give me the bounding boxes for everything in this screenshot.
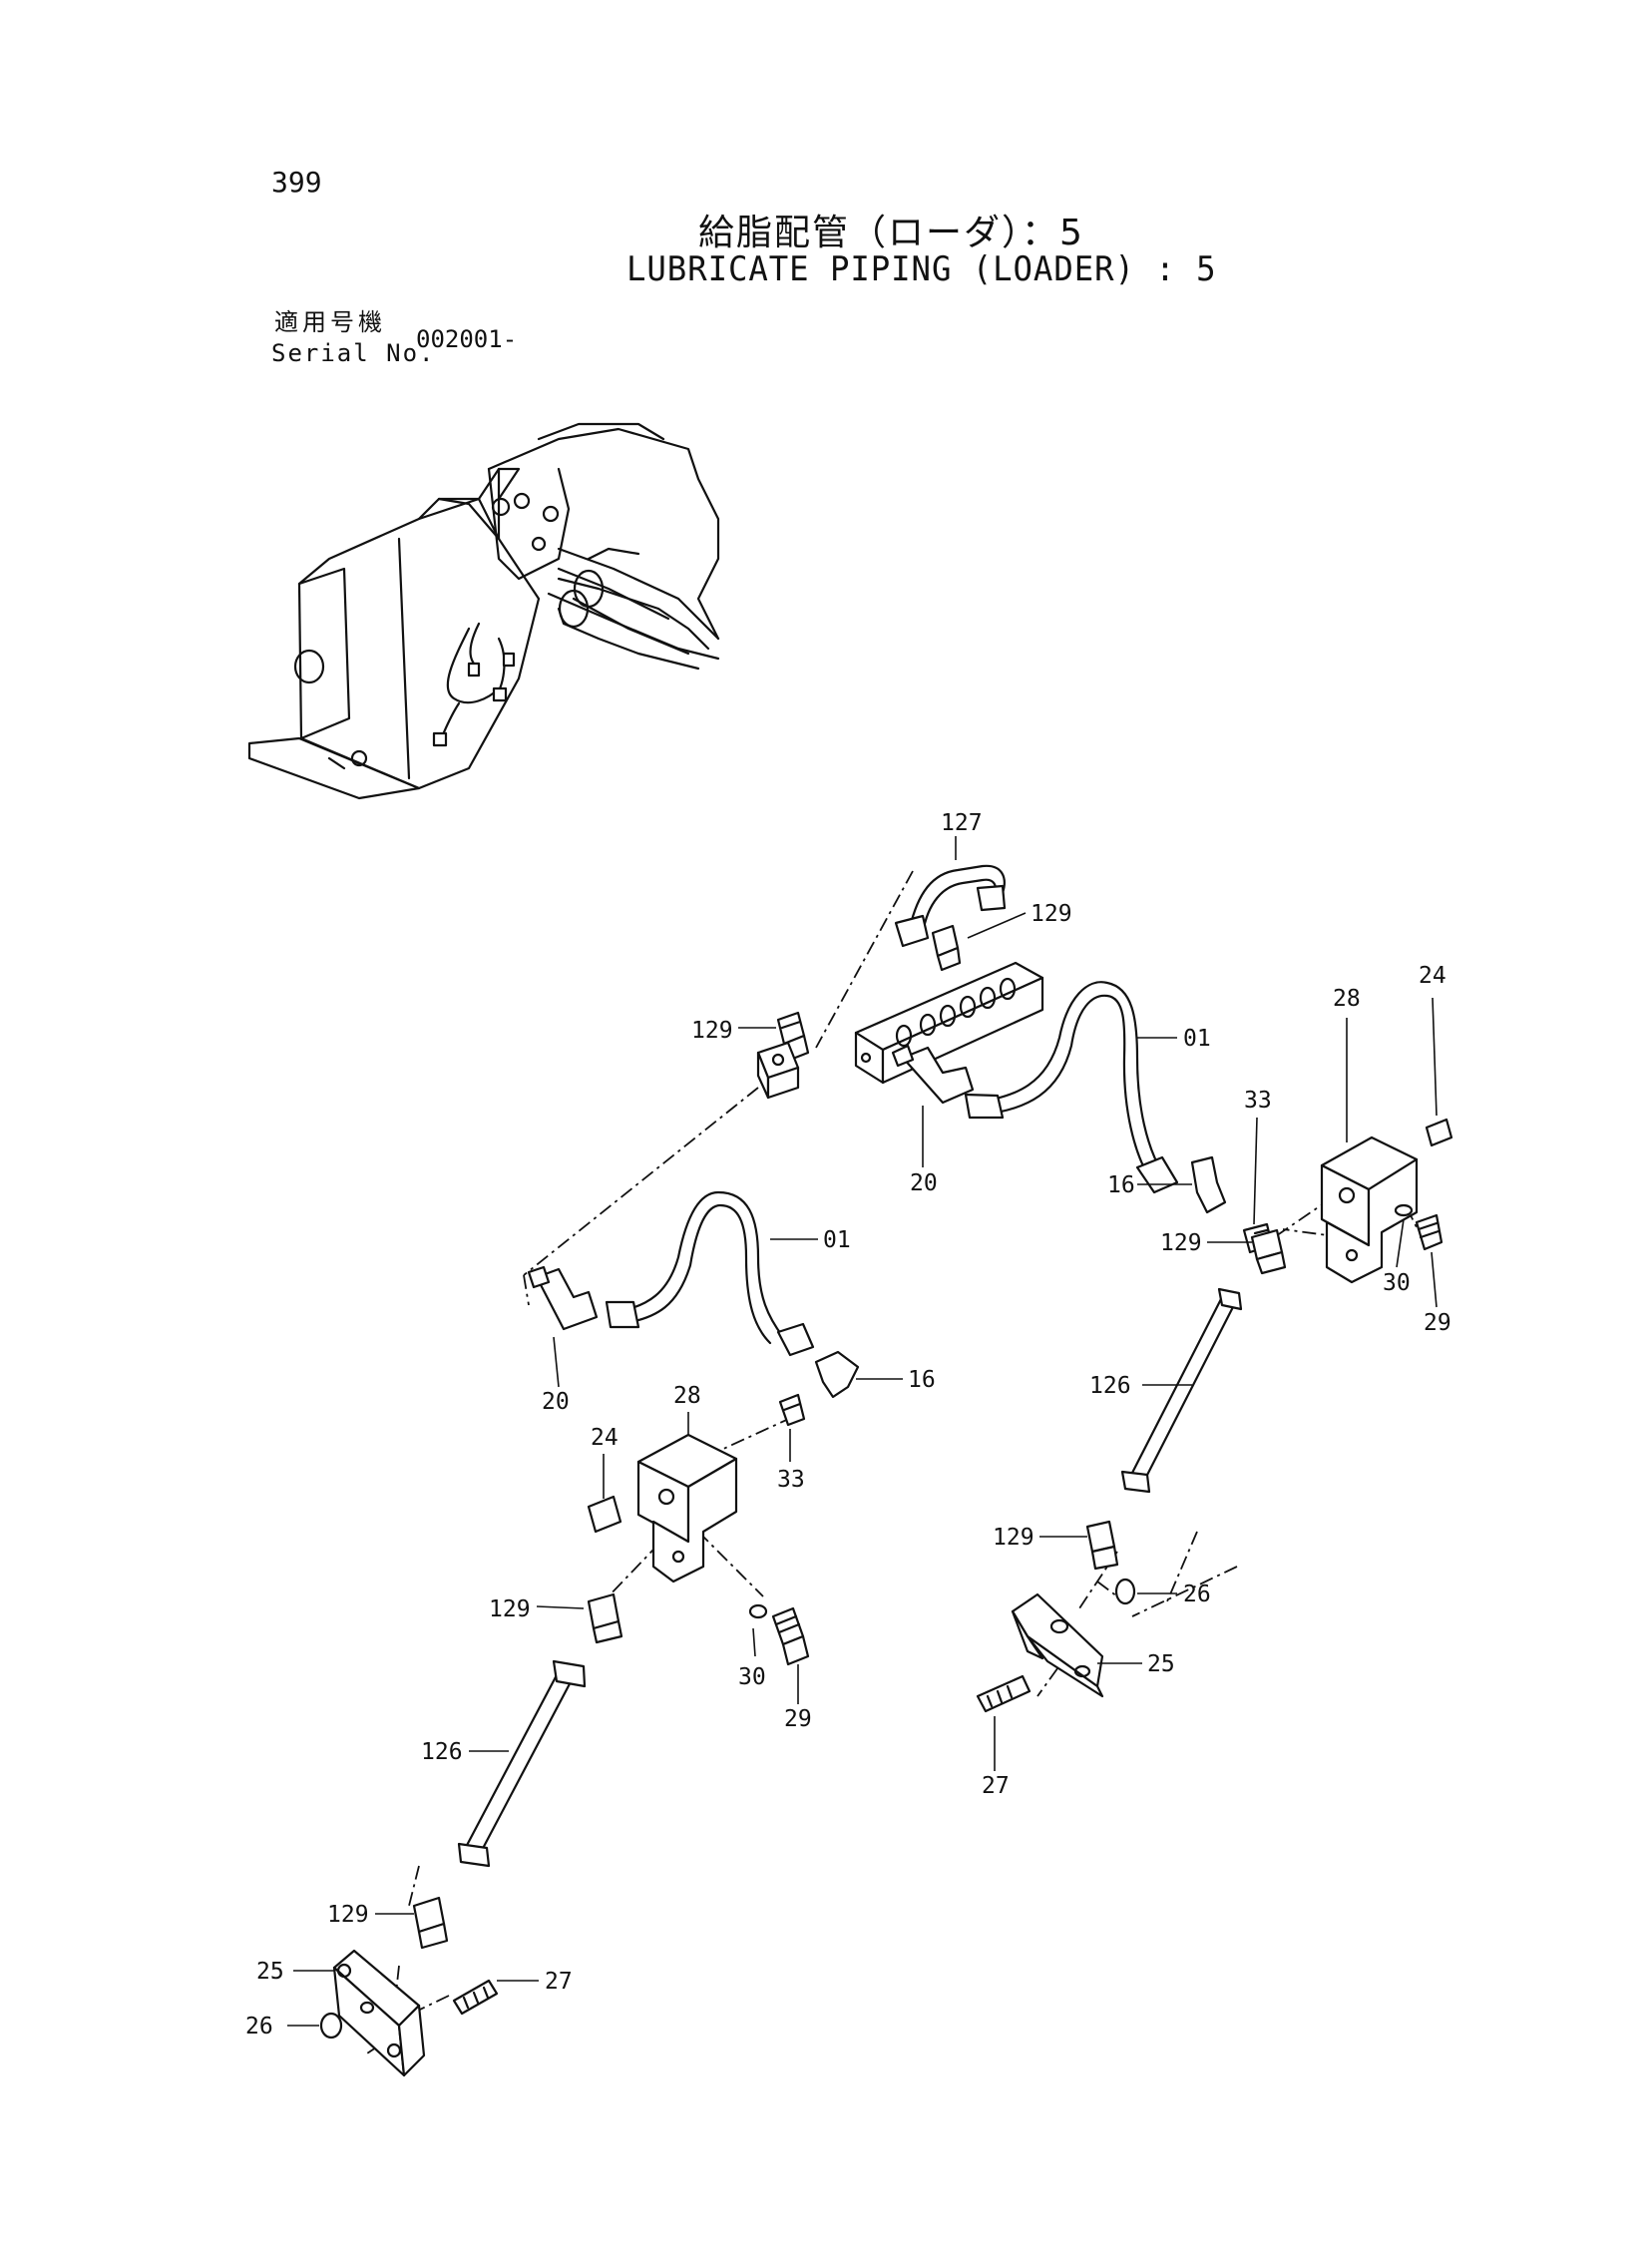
callout-126-left: 126 bbox=[421, 1739, 463, 1765]
serial-label-english: Serial No. bbox=[271, 339, 436, 367]
callout-26-left: 26 bbox=[245, 2014, 273, 2039]
callout-129-right-lower: 129 bbox=[993, 1525, 1034, 1551]
page-title-japanese: 給脂配管（ローダ）：5 bbox=[698, 213, 1084, 253]
tube-126-left bbox=[457, 1659, 587, 1868]
bracket-28-upper-right bbox=[1320, 1135, 1419, 1284]
bolt-29-upper bbox=[1415, 1213, 1444, 1251]
callout-27-right: 27 bbox=[982, 1773, 1010, 1799]
screw-24-left bbox=[587, 1495, 622, 1534]
callout-20-upper: 20 bbox=[910, 1170, 938, 1196]
callout-29-upper: 29 bbox=[1424, 1310, 1451, 1336]
washer-30-upper bbox=[1394, 1203, 1414, 1217]
serial-label-japanese: 適用号機 bbox=[274, 308, 386, 336]
elbow-20-left bbox=[527, 1265, 599, 1331]
page-number: 399 bbox=[271, 166, 322, 199]
callout-126-right: 126 bbox=[1089, 1373, 1131, 1399]
screw-24-upper bbox=[1425, 1118, 1453, 1147]
callout-24-upper: 24 bbox=[1419, 963, 1446, 989]
callout-28-upper: 28 bbox=[1333, 986, 1361, 1012]
serial-number-value: 002001- bbox=[416, 325, 518, 353]
plug-33-left bbox=[778, 1393, 806, 1427]
callout-25-right: 25 bbox=[1147, 1651, 1175, 1677]
screw-27-right bbox=[976, 1674, 1032, 1713]
loader-overview-illustration bbox=[247, 422, 720, 800]
elbow-20-upper bbox=[891, 1044, 975, 1105]
callout-01-upper: 01 bbox=[1183, 1026, 1211, 1052]
callout-127-upper: 127 bbox=[941, 810, 983, 836]
hose-01-left bbox=[605, 1190, 815, 1357]
block-25-right bbox=[1011, 1592, 1104, 1698]
callout-33-upper: 33 bbox=[1244, 1088, 1272, 1114]
callout-30-left: 30 bbox=[738, 1664, 766, 1690]
callout-leaders bbox=[287, 836, 1438, 2027]
callout-24-left: 24 bbox=[591, 1425, 619, 1451]
callout-01-left: 01 bbox=[823, 1227, 851, 1253]
part-127-bent-tube bbox=[894, 864, 1007, 948]
callout-29-left: 29 bbox=[784, 1706, 812, 1732]
callout-129-left-bracket: 129 bbox=[489, 1596, 531, 1622]
elbow-16-upper bbox=[1190, 1155, 1227, 1214]
grease-fitting-129-f bbox=[412, 1896, 449, 1950]
screw-27-left bbox=[452, 1979, 499, 2016]
adapter-block bbox=[756, 1041, 800, 1100]
tube-126-right bbox=[1120, 1287, 1243, 1494]
callout-129-left-lower: 129 bbox=[327, 1902, 369, 1928]
lubrication-manifold-block bbox=[854, 961, 1044, 1085]
grease-fitting-129-c bbox=[1250, 1228, 1287, 1275]
callout-27-left: 27 bbox=[545, 1969, 573, 1995]
grease-fitting-129-e bbox=[587, 1592, 623, 1644]
block-25-left bbox=[332, 1949, 426, 2077]
washer-30-left bbox=[748, 1603, 768, 1619]
callout-129-upper-left: 129 bbox=[691, 1018, 733, 1044]
callout-129-right-bracket: 129 bbox=[1160, 1230, 1202, 1256]
bolt-29-left bbox=[771, 1606, 810, 1666]
o-ring-26-left bbox=[319, 2012, 343, 2039]
callout-26-right: 26 bbox=[1183, 1582, 1211, 1607]
callout-25-left: 25 bbox=[256, 1959, 284, 1985]
callout-30-upper: 30 bbox=[1383, 1270, 1411, 1296]
callout-16-left: 16 bbox=[908, 1367, 936, 1393]
grease-fitting-129-a bbox=[931, 924, 962, 972]
grease-fitting-129-d bbox=[1085, 1520, 1119, 1571]
callout-33-left: 33 bbox=[777, 1467, 805, 1493]
callout-28-left: 28 bbox=[673, 1383, 701, 1409]
elbow-16-left bbox=[814, 1350, 860, 1399]
page-title-english: LUBRICATE PIPING (LOADER) : 5 bbox=[626, 249, 1217, 289]
callout-20-left: 20 bbox=[542, 1389, 570, 1415]
callout-labels: 127 129 129 01 24 28 33 20 16 129 30 29 … bbox=[245, 810, 1451, 2039]
callout-16-upper: 16 bbox=[1107, 1172, 1135, 1198]
bracket-28-left bbox=[636, 1433, 738, 1584]
callout-129-upper-right: 129 bbox=[1031, 901, 1072, 927]
o-ring-26-right bbox=[1114, 1578, 1136, 1605]
